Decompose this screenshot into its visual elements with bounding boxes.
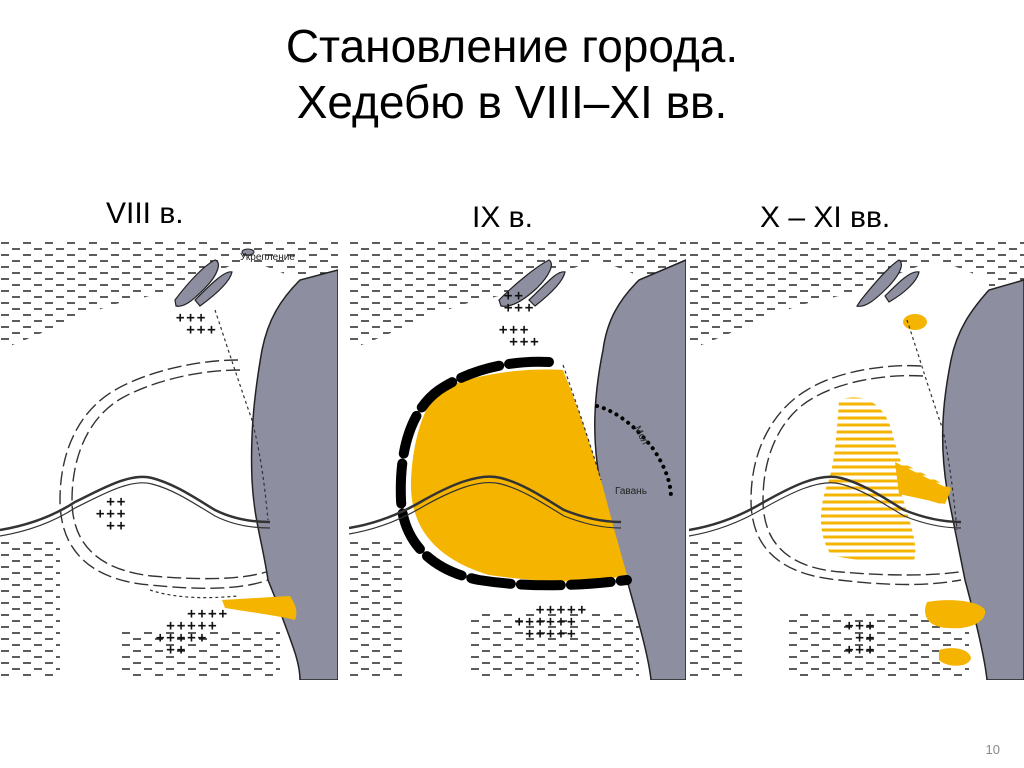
settlement-area: [895, 462, 951, 504]
fort-label: Укрепление: [240, 252, 295, 263]
panel-label-viii: VIII в.: [106, 197, 184, 230]
burial-mounds: +++ +++: [176, 310, 218, 338]
burial-mounds: ++ +++ ++: [96, 494, 128, 534]
settlement-area: [903, 314, 927, 330]
burial-mounds: +++ +++: [499, 322, 541, 350]
settlement-area: [222, 596, 297, 620]
burial-mounds: ++ +++: [504, 288, 536, 316]
title-line-2: Хедебю в VIII–XI вв.: [296, 76, 728, 128]
burial-mounds: +++++ ++++++ +++++: [515, 602, 589, 642]
rampart: [395, 356, 632, 591]
harbor-label: Гавань: [615, 486, 647, 497]
land-area: [0, 260, 300, 680]
map-viii-century: +++ +++ ++ +++ ++ ++++ +++++ +++++ ++ Ук…: [0, 240, 338, 680]
panel-label-x-xi: X – XI вв.: [760, 201, 891, 234]
slide-number: 10: [985, 742, 1000, 757]
fort-island: [174, 259, 219, 307]
mole: [595, 404, 673, 500]
settlement-area: [925, 600, 986, 629]
water-bay: [250, 269, 338, 680]
burial-mounds: +++ ++ +++: [845, 618, 877, 658]
settlement-area: [410, 369, 627, 582]
settlement-area: [939, 648, 971, 666]
map-x-xi-century: +++ ++ +++: [689, 240, 1024, 680]
title-line-1: Становление города.: [285, 20, 739, 72]
burial-mounds: ++++ +++++ +++++ ++: [156, 606, 230, 658]
slide-title: Становление города. Хедебю в VIII–XI вв.: [0, 18, 1024, 130]
stream: [0, 475, 271, 532]
panel-label-ix: IX в.: [472, 201, 533, 234]
semicircle-rampart: [59, 359, 269, 589]
settlement-hatched: [820, 397, 951, 562]
map-ix-century: ++ +++ +++ +++ +++++ ++++++ +++++ Мол Га…: [349, 240, 686, 680]
